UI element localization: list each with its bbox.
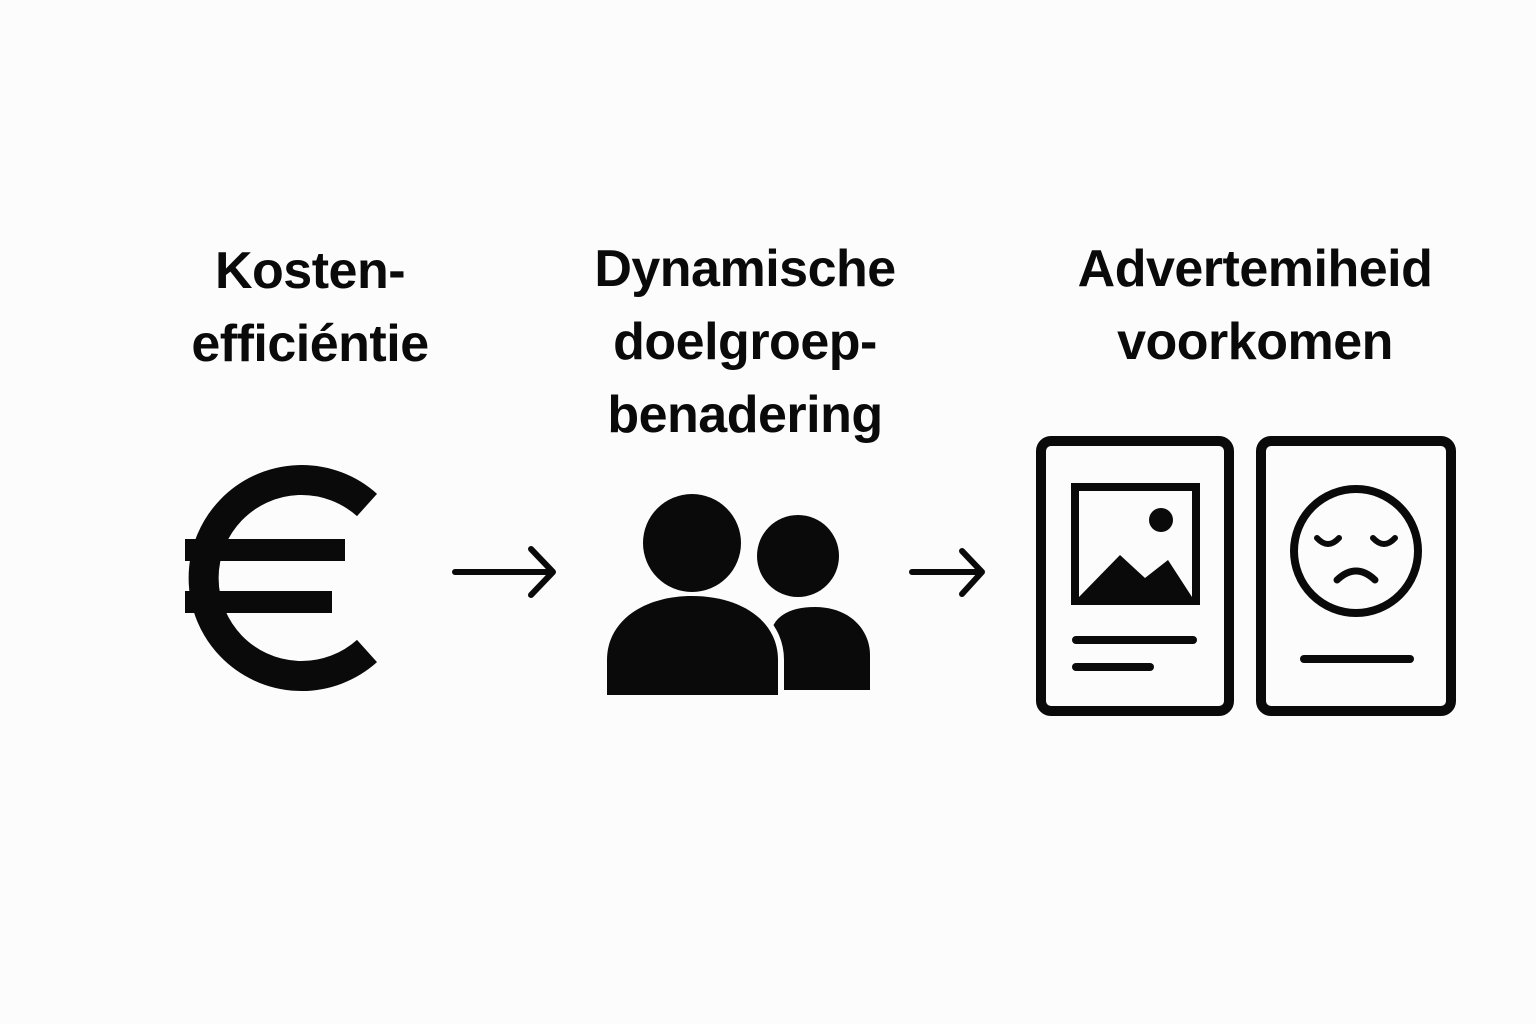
mountain-icon [1079, 555, 1192, 597]
ad-card-image-icon [1036, 436, 1234, 716]
arrow-right-icon [452, 546, 556, 598]
heading-line: Kosten- [214, 242, 406, 300]
heading-line: voorkomen [1117, 313, 1393, 371]
step-1-heading: Kosten- efficiéntie [50, 235, 570, 381]
heading-line: doelgroep- [613, 313, 877, 371]
people-icon [601, 494, 870, 701]
heading-line: benadering [607, 386, 883, 444]
heading-line: Advertemiheid [1077, 240, 1433, 298]
euro-icon [185, 465, 377, 691]
step-2-heading: Dynamische doelgroep- benadering [485, 233, 1005, 452]
heading-line: Dynamische [594, 240, 896, 298]
arrow-right-icon [909, 548, 985, 597]
step-3-heading: Advertemiheid voorkomen [995, 233, 1515, 379]
sun-icon [1149, 508, 1173, 532]
ad-card-sad-face-icon [1256, 436, 1456, 716]
heading-line: efficiéntie [191, 315, 429, 373]
